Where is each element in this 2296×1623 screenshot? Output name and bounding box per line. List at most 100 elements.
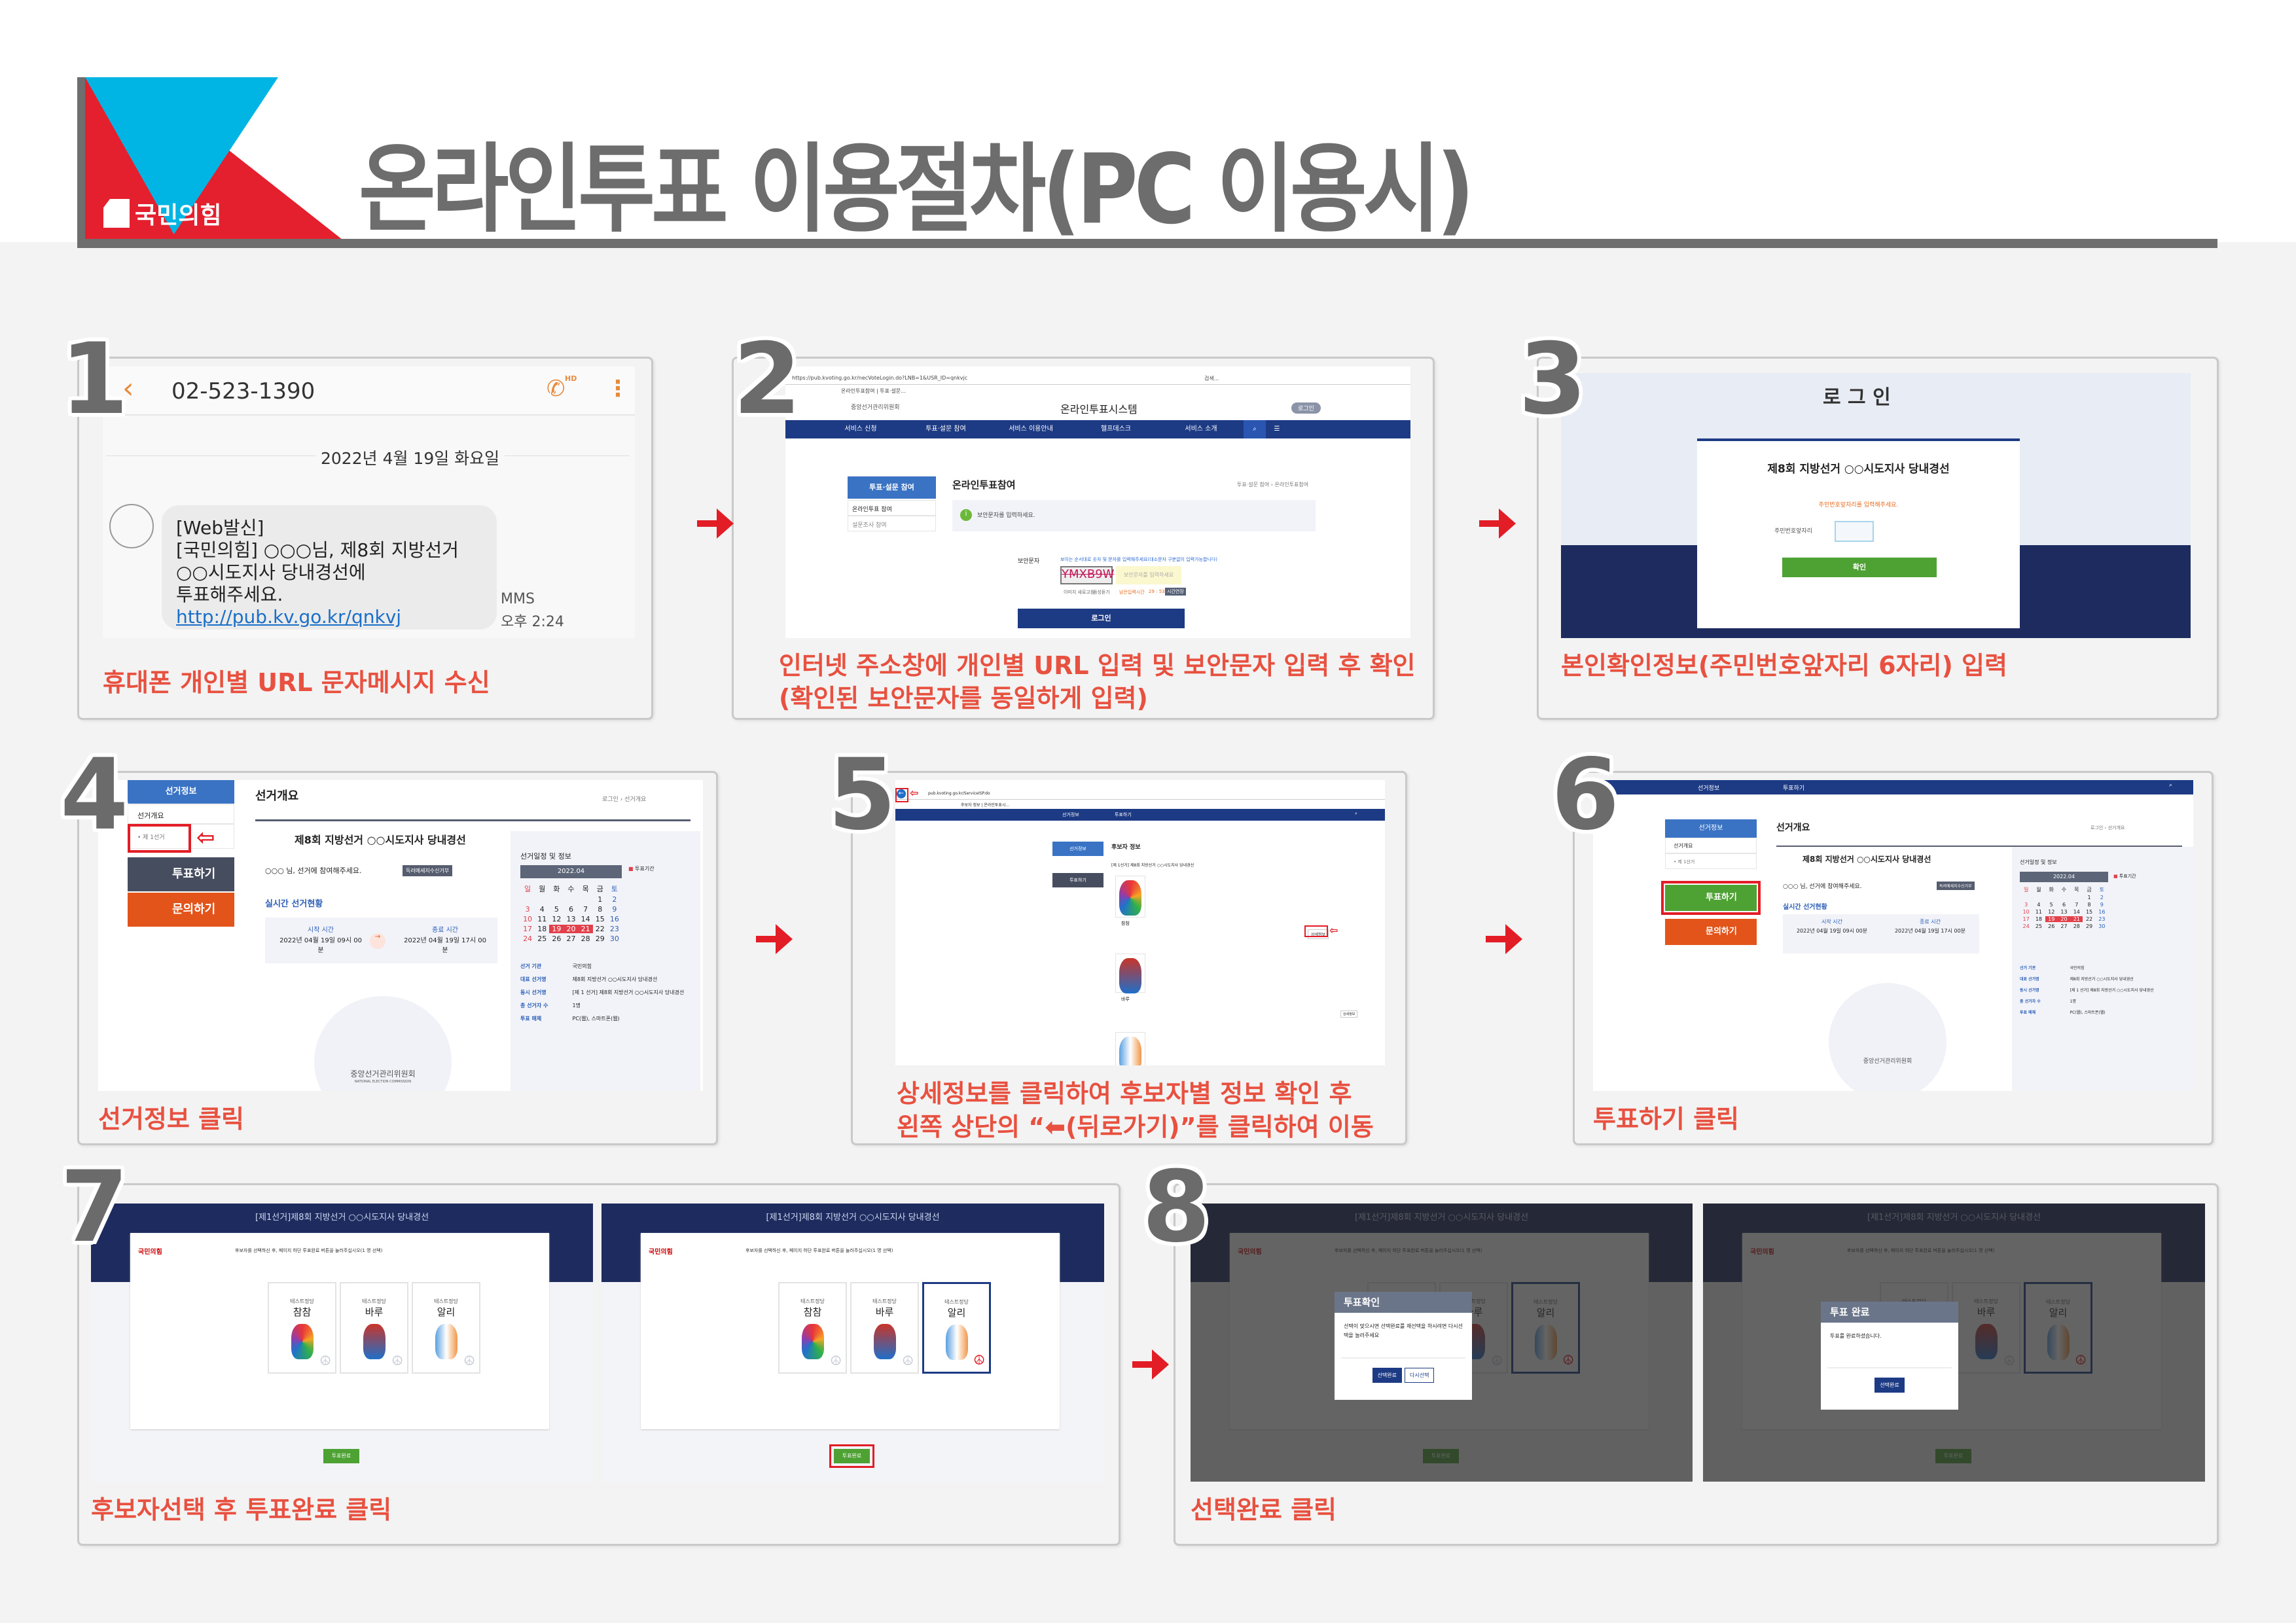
calendar-day[interactable]: 15 (2085, 909, 2093, 915)
calendar-day[interactable]: 6 (568, 905, 573, 914)
calendar-day[interactable]: 10 (2022, 909, 2030, 915)
sidebar-election-info[interactable]: 선거정보 (128, 780, 234, 804)
calendar-day[interactable]: 20 (564, 925, 579, 933)
calendar-day[interactable]: 17 (523, 925, 533, 933)
calendar-day[interactable]: 18 (537, 925, 547, 933)
month-navigator[interactable]: 2022.04 (520, 865, 622, 878)
calendar-day[interactable]: 4 (539, 905, 545, 914)
vote-url-link[interactable]: http://pub.kv.go.kr/qnkvj (176, 606, 402, 628)
calendar-day[interactable]: 2 (612, 895, 617, 904)
month-navigator[interactable]: 2022.04 (2020, 872, 2108, 882)
vote-complete-button[interactable]: 투표완료 (834, 1449, 870, 1463)
nav-item[interactable]: 선거정보 (1698, 785, 1720, 792)
calendar-day[interactable]: 27 (2060, 923, 2068, 929)
calendar-day[interactable]: 29 (2085, 923, 2093, 929)
calendar-day[interactable]: 23 (2098, 916, 2106, 922)
calendar-day[interactable]: 26 (2048, 923, 2055, 929)
calendar-day[interactable]: 24 (2022, 923, 2030, 929)
calendar-day[interactable]: 24 (523, 935, 533, 943)
captcha-input[interactable]: 보안문자를 입력하세요 (1116, 566, 1181, 584)
calendar-day[interactable]: 8 (2087, 902, 2091, 908)
calendar-day[interactable]: 3 (2024, 902, 2028, 908)
login-pill-button[interactable]: 로그인 (1291, 402, 1321, 414)
calendar-day[interactable]: 11 (2035, 909, 2043, 915)
calendar-day[interactable]: 14 (2073, 909, 2080, 915)
nav-item[interactable]: 서비스 신청 (844, 425, 877, 433)
nav-item[interactable]: 헬프데스크 (1101, 425, 1131, 433)
calendar-day[interactable]: 13 (2060, 909, 2068, 915)
sidebar-item-overview[interactable]: 선거개요 (1665, 838, 1757, 853)
calendar-day[interactable]: 12 (2048, 909, 2055, 915)
calendar-day[interactable]: 28 (581, 935, 590, 943)
calendar-day[interactable]: 17 (2022, 916, 2030, 922)
calendar-day[interactable]: 20 (2057, 916, 2071, 922)
calendar-day[interactable]: 12 (552, 915, 562, 923)
vote-button[interactable]: 투표하기 (1665, 885, 1757, 911)
reject-message-button[interactable]: 독려메세지수신거부 (1937, 882, 1975, 890)
reselect-button[interactable]: 다시선택 (1405, 1368, 1435, 1383)
sidebar-item[interactable]: 설문조사 참여 (848, 516, 936, 531)
calendar-day[interactable]: 22 (595, 925, 605, 933)
extend-time-button[interactable]: 시간연장 (1165, 588, 1186, 596)
calendar-day[interactable]: 21 (2070, 916, 2083, 922)
browser-tab[interactable]: 온라인투표참여 | 투표·설문... (841, 388, 906, 394)
search-icon[interactable]: ⌕ (2169, 782, 2173, 789)
sidebar-item-election-1[interactable]: • 제 1선거 (1665, 853, 1757, 869)
calendar-day[interactable]: 19 (549, 925, 564, 933)
audio-captcha-link[interactable]: 음성듣기 (1093, 590, 1110, 595)
inquiry-button[interactable]: 문의하기 (128, 893, 234, 927)
nav-item[interactable]: 투표·설문 참여 (925, 425, 966, 433)
calendar-day[interactable]: 16 (2098, 909, 2106, 915)
back-chevron-icon[interactable]: ‹ (122, 372, 134, 405)
calendar-day[interactable]: 16 (609, 915, 619, 923)
calendar-day[interactable]: 26 (552, 935, 562, 943)
nav-item[interactable]: 서비스 소개 (1185, 425, 1217, 433)
sidebar-item-overview[interactable]: 선거개요 (128, 804, 234, 824)
calendar-day[interactable]: 2 (2100, 895, 2104, 901)
calendar-day[interactable]: 6 (2062, 902, 2066, 908)
calendar-day[interactable]: 9 (2100, 902, 2104, 908)
calendar-day[interactable]: 9 (612, 905, 617, 914)
detail-button[interactable]: 상세정보 (1308, 929, 1329, 939)
calendar-day[interactable]: 29 (595, 935, 605, 943)
calendar-day[interactable]: 8 (598, 905, 603, 914)
browser-search-input[interactable]: 검색... (1204, 376, 1219, 382)
nav-item[interactable]: 선거정보 (1062, 812, 1079, 817)
nav-item[interactable]: 서비스 이용안내 (1009, 425, 1053, 433)
browser-tab[interactable]: 후보자 정보 | 온라인투표시... (961, 803, 1010, 808)
sidebar-item[interactable]: 온라인투표 참여 (848, 500, 936, 516)
inquiry-button[interactable]: 문의하기 (1665, 919, 1757, 945)
calendar-day[interactable]: 5 (2049, 902, 2053, 908)
calendar-day[interactable]: 27 (566, 935, 576, 943)
calendar-day[interactable]: 1 (2087, 895, 2091, 901)
vote-button[interactable]: 투표하기 (128, 857, 234, 891)
calendar-day[interactable]: 21 (578, 925, 593, 933)
confirm-selection-button[interactable]: 선택완료 (1372, 1368, 1402, 1383)
nav-item[interactable]: 투표하기 (1115, 812, 1132, 817)
calendar-day[interactable]: 7 (583, 905, 588, 914)
vote-complete-button[interactable]: 투표완료 (323, 1449, 359, 1463)
nav-item[interactable]: 투표하기 (1783, 785, 1805, 792)
calendar-day[interactable]: 25 (2035, 923, 2043, 929)
calendar-day[interactable]: 7 (2075, 902, 2079, 908)
calendar-day[interactable]: 22 (2085, 916, 2093, 922)
confirm-selection-button[interactable]: 선택완료 (1874, 1378, 1905, 1393)
calendar-day[interactable]: 3 (525, 905, 530, 914)
url-input[interactable]: https://pub.kvoting.go.kr/necVoteLogin.d… (792, 375, 968, 381)
calendar-day[interactable]: 30 (2098, 923, 2106, 929)
reject-message-button[interactable]: 독려메세지수신거부 (403, 865, 453, 876)
sidebar-election-info[interactable]: 선거정보 (1052, 842, 1103, 856)
calendar-day[interactable]: 15 (595, 915, 605, 923)
detail-button[interactable]: 상세정보 (1340, 1010, 1358, 1018)
url-input[interactable]: pub.kvoting.go.kr/ServiceISP.do (928, 791, 990, 796)
vote-button[interactable]: 투표하기 (1052, 873, 1103, 887)
calendar-day[interactable]: 19 (2045, 916, 2058, 922)
calendar-day[interactable]: 30 (609, 935, 619, 943)
calendar-day[interactable]: 13 (566, 915, 576, 923)
calendar-day[interactable]: 1 (598, 895, 603, 904)
search-icon[interactable]: ⌕ (1244, 420, 1266, 438)
